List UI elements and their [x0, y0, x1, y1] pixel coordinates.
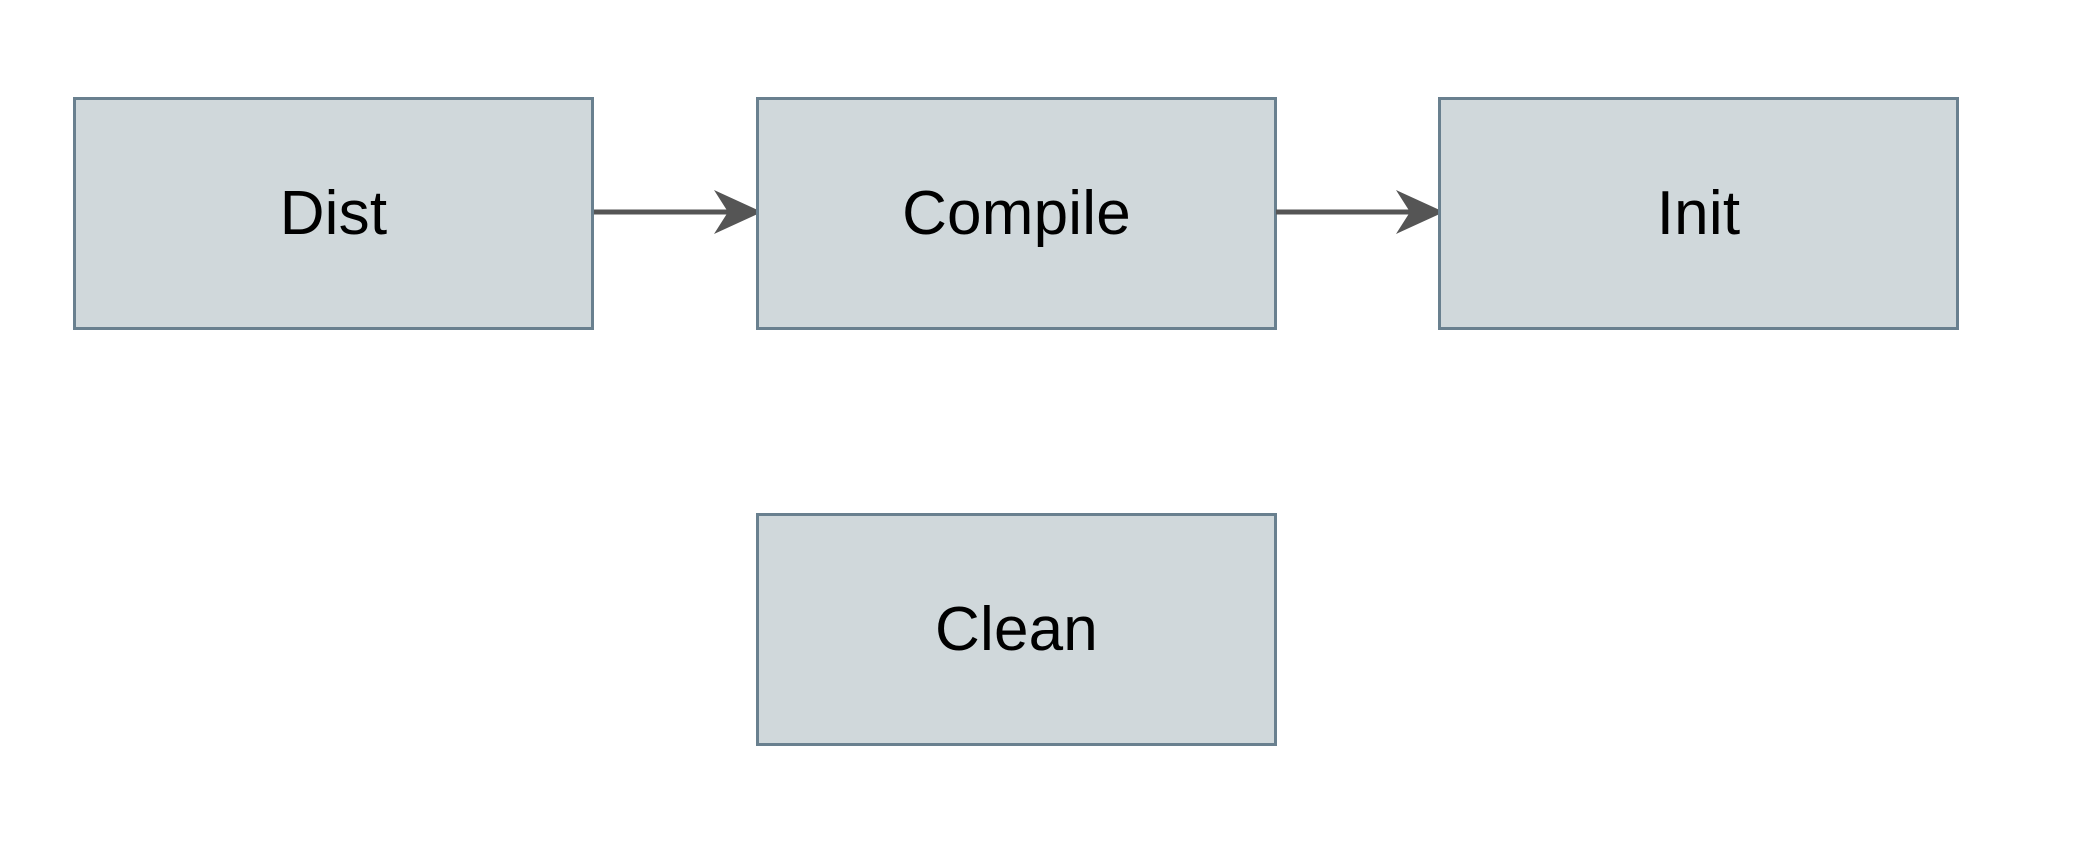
edge-compile-to-init[interactable] — [1272, 180, 1444, 244]
edge-compile-to-init-arrowhead — [1396, 190, 1444, 234]
node-compile[interactable]: Compile — [756, 97, 1277, 330]
node-compile-label: Compile — [902, 178, 1131, 248]
edge-dist-to-compile-arrowhead — [714, 190, 762, 234]
edge-dist-to-compile[interactable] — [590, 180, 762, 244]
node-init[interactable]: Init — [1438, 97, 1959, 330]
node-clean[interactable]: Clean — [756, 513, 1277, 746]
node-clean-label: Clean — [935, 594, 1098, 664]
node-dist[interactable]: Dist — [73, 97, 594, 330]
node-init-label: Init — [1656, 178, 1741, 248]
node-dist-label: Dist — [279, 178, 388, 248]
